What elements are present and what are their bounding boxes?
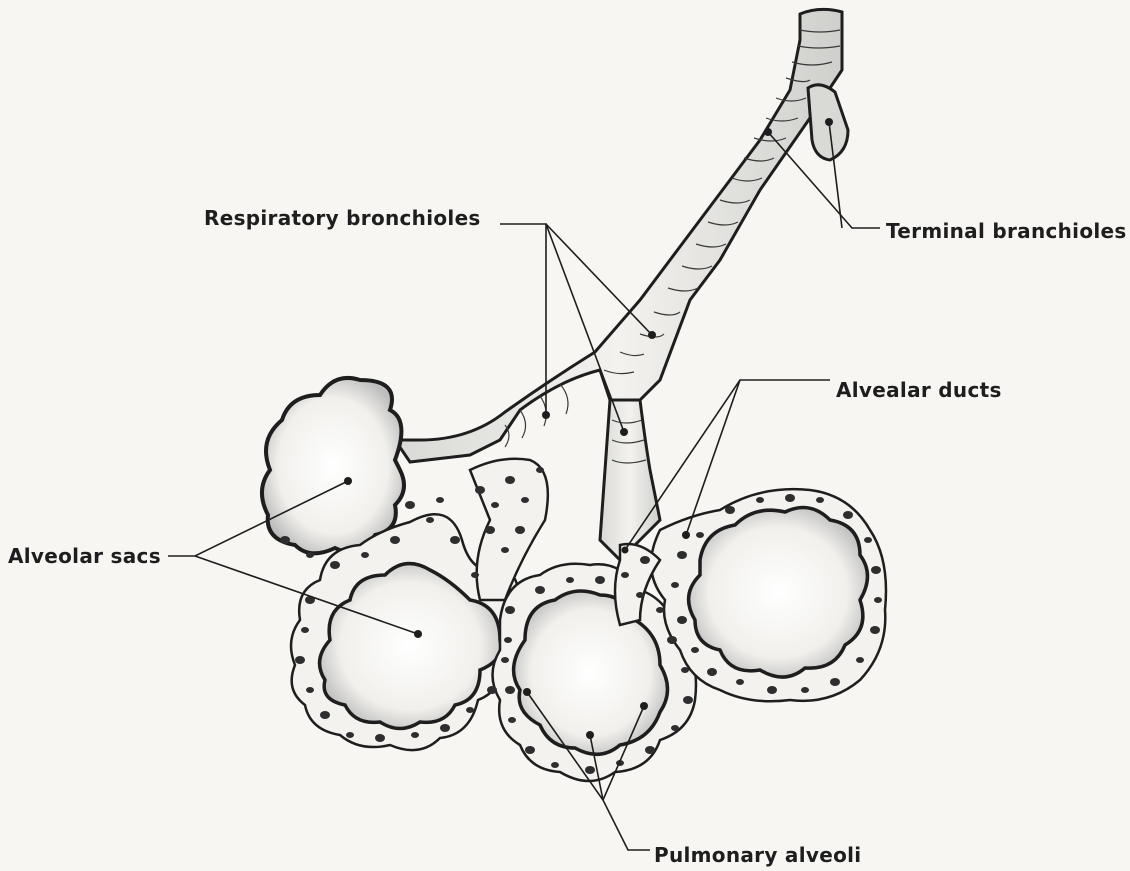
label-respiratory-bronchioles: Respiratory bronchioles xyxy=(204,206,481,230)
label-alveolar-ducts: Alvealar ducts xyxy=(836,378,1002,402)
label-terminal-bronchioles: Terminal branchioles xyxy=(886,219,1127,243)
label-pulmonary-alveoli: Pulmonary alveoli xyxy=(654,843,861,867)
respiratory-bronchiole-branch xyxy=(600,400,660,560)
alveolar-sac-upper-left xyxy=(262,378,404,553)
label-alveolar-sacs: Alveolar sacs xyxy=(8,544,161,568)
terminal-bronchiole xyxy=(395,9,848,462)
